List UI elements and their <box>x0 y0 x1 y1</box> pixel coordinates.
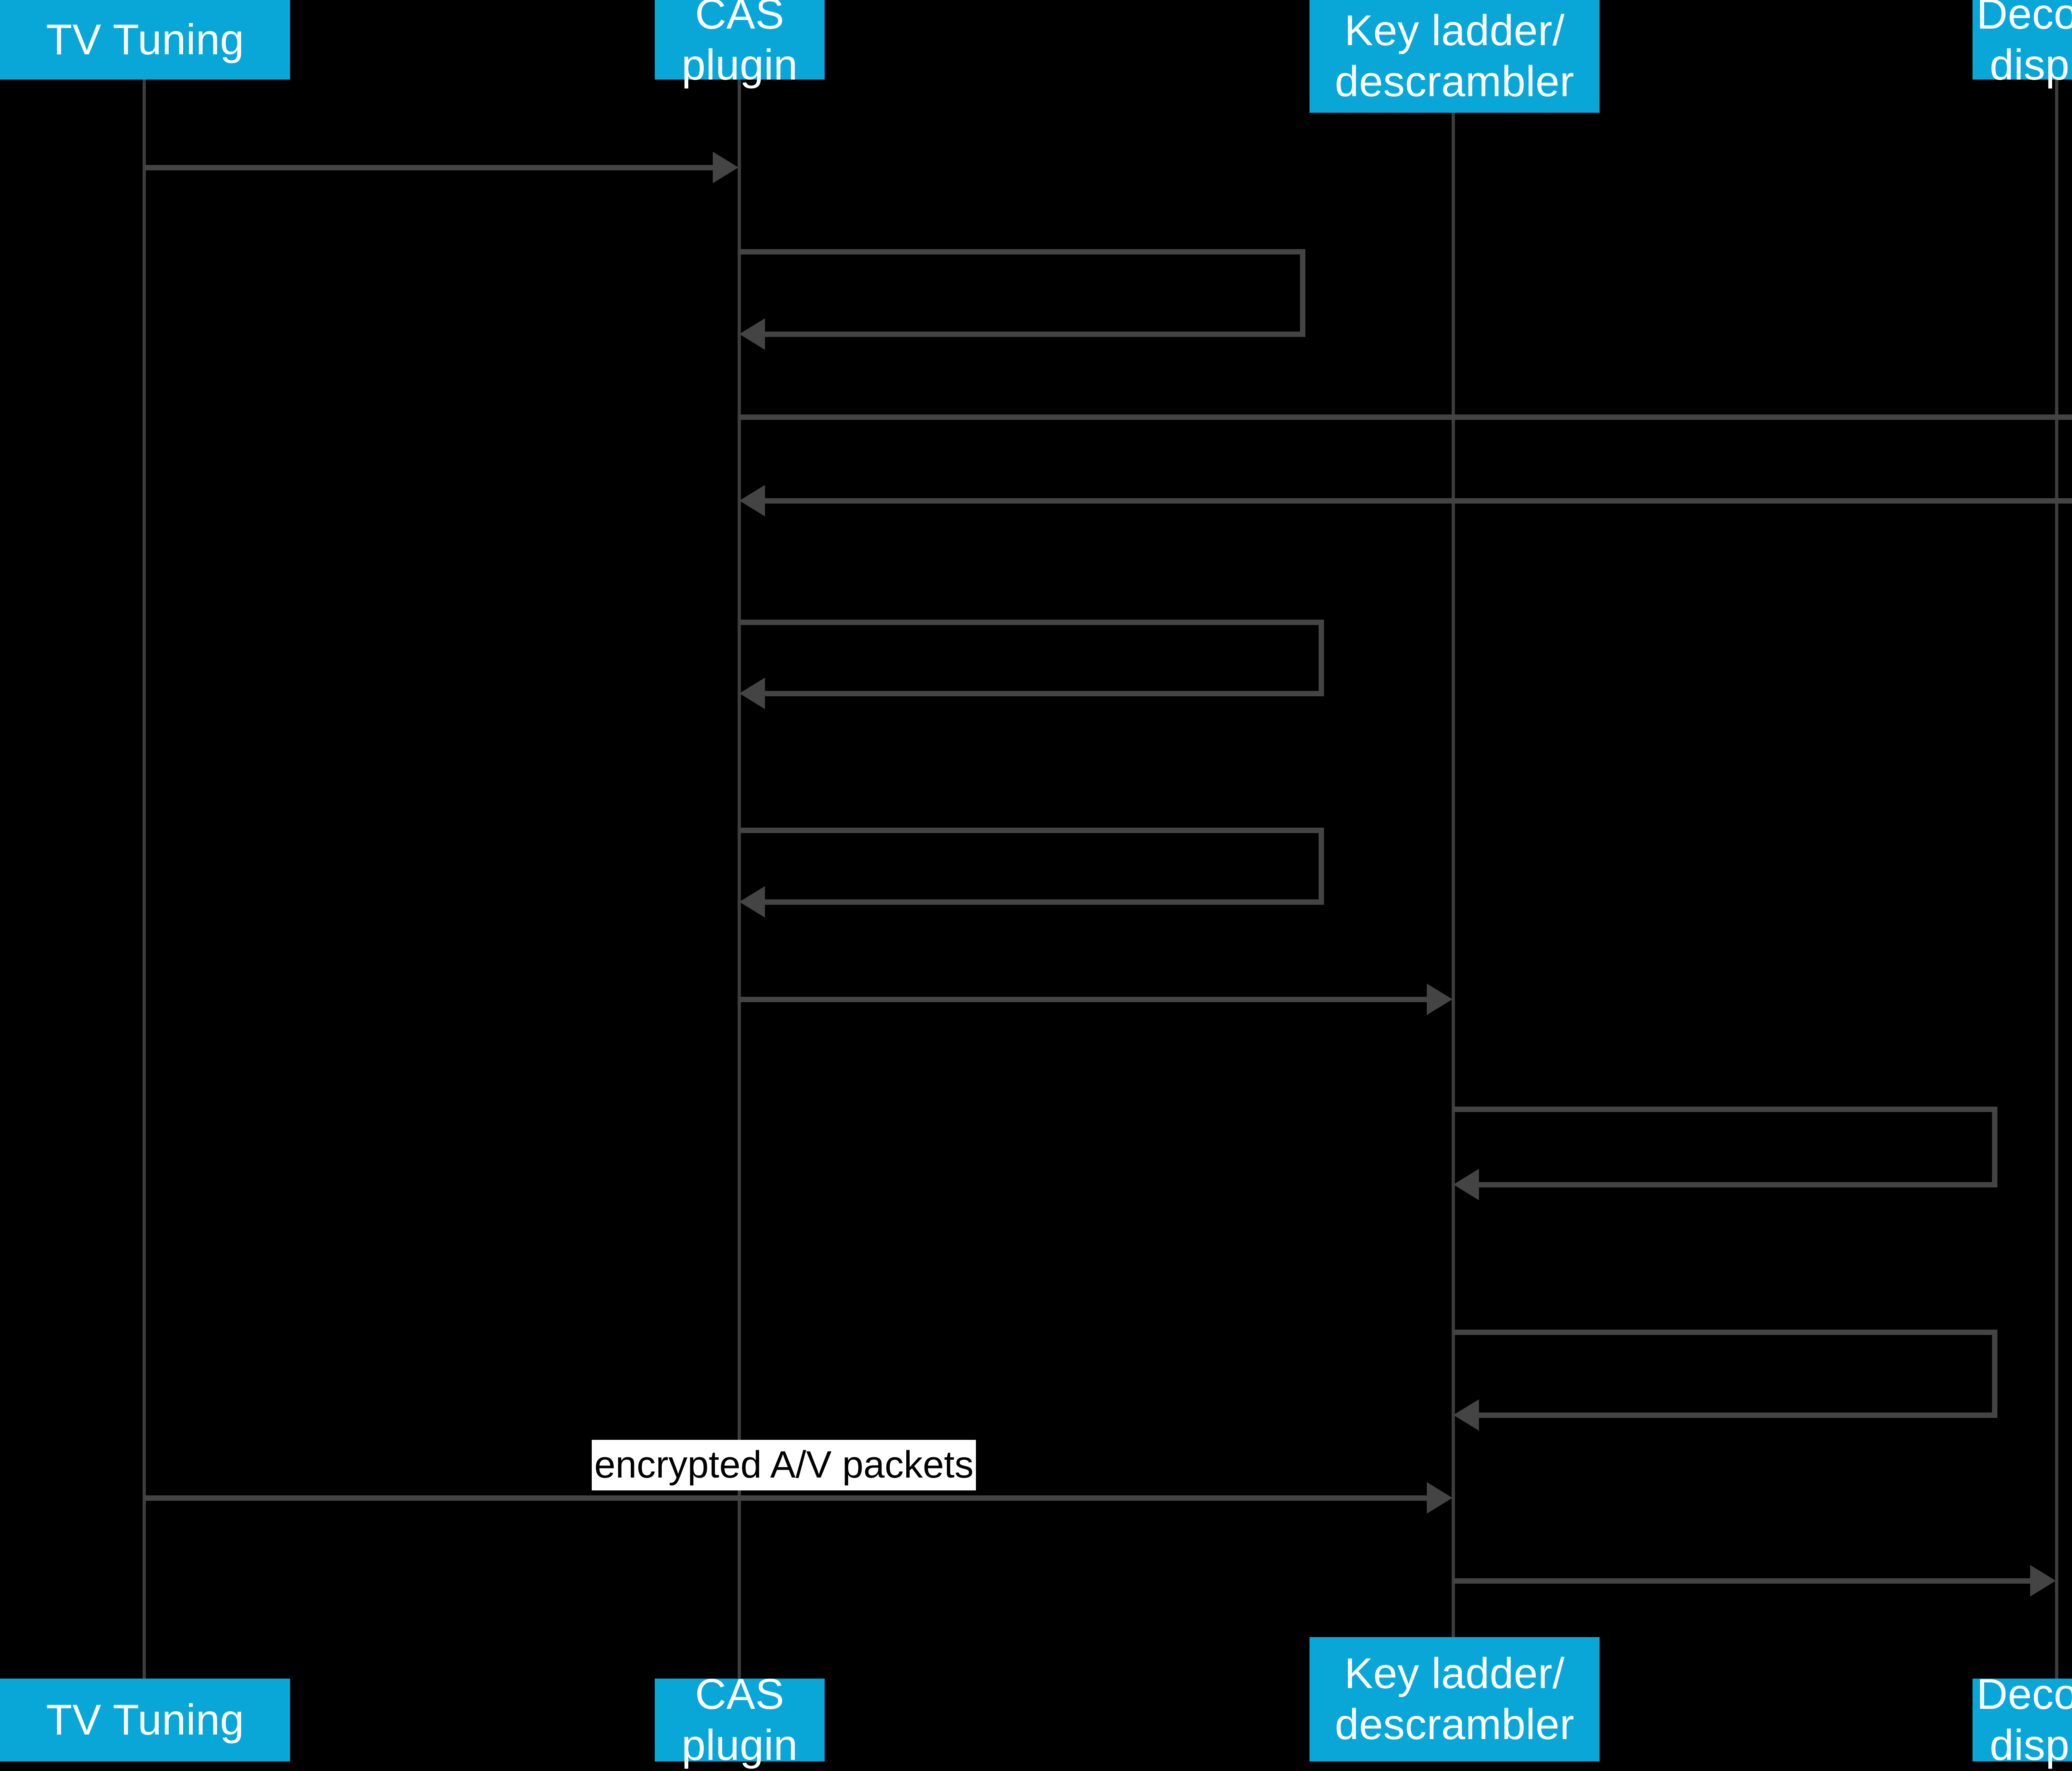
actor-label-cas-plugin-top: CAS plugin <box>681 0 798 89</box>
message-line-m1 <box>144 165 713 170</box>
message-arrowhead-m10 <box>1427 1482 1452 1514</box>
actor-box-top-decode-display[interactable]: Decode, display <box>1973 0 2072 89</box>
message-line-m6-bottom <box>765 899 1324 905</box>
message-line-m2-right <box>1300 249 1305 337</box>
actor-box-bottom-tv-tuning[interactable]: TV Tuning <box>0 1679 290 1761</box>
message-arrowhead-m5 <box>739 678 765 709</box>
message-line-m8-top <box>1453 1107 1997 1112</box>
message-line-m4 <box>765 498 2072 504</box>
message-arrowhead-m4 <box>739 485 765 516</box>
actor-box-bottom-cas-plugin[interactable]: CAS plugin <box>655 1670 825 1769</box>
lifeline-tv-tuning <box>143 80 146 1679</box>
message-arrowhead-m11 <box>2030 1565 2056 1597</box>
message-line-m2-top <box>739 249 1305 254</box>
message-line-m6-top <box>739 828 1324 833</box>
lifeline-key-ladder <box>1452 113 1455 1637</box>
message-line-m5-right <box>1319 620 1324 696</box>
actor-label-cas-plugin-bottom: CAS plugin <box>681 1670 798 1769</box>
actor-label-tv-tuning-top: TV Tuning <box>46 15 244 64</box>
message-arrowhead-m1 <box>713 152 738 183</box>
actor-label-tv-tuning-bottom: TV Tuning <box>46 1696 244 1744</box>
message-line-m3 <box>739 414 2072 420</box>
message-arrowhead-m9 <box>1453 1399 1479 1431</box>
message-line-m9-right <box>1992 1330 1997 1418</box>
message-line-m5-top <box>739 620 1324 625</box>
message-label-encrypted-av-packets: encrypted A/V packets <box>592 1440 976 1490</box>
actor-box-bottom-decode-display[interactable]: Decode, display <box>1973 1670 2072 1769</box>
message-arrowhead-m8 <box>1453 1169 1479 1200</box>
actor-label-key-ladder-top: Key ladder/ descrambler <box>1335 7 1574 106</box>
message-line-m8-right <box>1992 1107 1997 1187</box>
actor-box-bottom-key-ladder[interactable]: Key ladder/ descrambler <box>1310 1637 1600 1761</box>
actor-label-key-ladder-bottom: Key ladder/ descrambler <box>1335 1650 1574 1749</box>
actor-label-decode-display-top: Decode, display <box>1976 0 2072 89</box>
message-line-m5-bottom <box>765 691 1324 696</box>
message-line-m7 <box>739 997 1427 1002</box>
lifeline-cas-plugin <box>738 80 741 1679</box>
message-arrowhead-m7 <box>1427 984 1452 1015</box>
message-line-m2-bottom <box>765 332 1305 337</box>
message-line-m8-bottom <box>1479 1182 1997 1187</box>
actor-label-decode-display-bottom: Decode, display <box>1976 1670 2072 1769</box>
message-line-m10 <box>144 1495 1427 1501</box>
lifeline-decode-display <box>2055 80 2058 1679</box>
actor-box-top-cas-plugin[interactable]: CAS plugin <box>655 0 825 89</box>
message-line-m9-top <box>1453 1330 1997 1335</box>
message-line-m9-bottom <box>1479 1412 1997 1418</box>
message-arrowhead-m6 <box>739 886 765 918</box>
message-line-m6-right <box>1319 828 1324 905</box>
message-line-m11 <box>1453 1578 2030 1584</box>
message-arrowhead-m2 <box>739 318 765 350</box>
actor-box-top-key-ladder[interactable]: Key ladder/ descrambler <box>1310 0 1600 113</box>
actor-box-top-tv-tuning[interactable]: TV Tuning <box>0 0 290 80</box>
